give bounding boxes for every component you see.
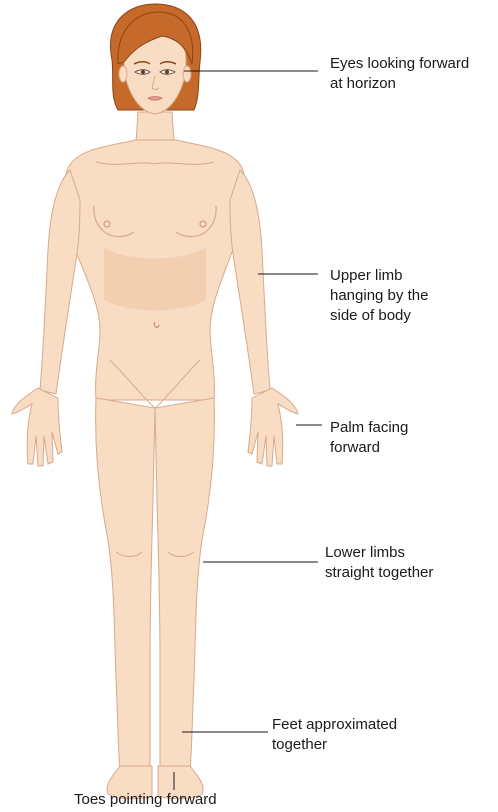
label-lower-limbs: Lower limbs straight together [325,543,433,583]
label-feet: Feet approximated together [272,715,397,755]
right-pupil [165,70,169,74]
left-leg [96,398,155,770]
right-arm [230,170,270,394]
right-ear [183,66,191,82]
left-ear [119,66,127,82]
right-hand [248,388,298,466]
label-upper-limb: Upper limb hanging by the side of body [330,266,428,326]
label-toes: Toes pointing forward [74,790,217,810]
label-eyes: Eyes looking forward at horizon [330,54,469,94]
left-hand [12,388,62,466]
neck [136,112,174,142]
right-leg [155,398,214,770]
left-arm [40,170,80,394]
left-pupil [141,70,145,74]
label-palm: Palm facing forward [330,418,408,458]
